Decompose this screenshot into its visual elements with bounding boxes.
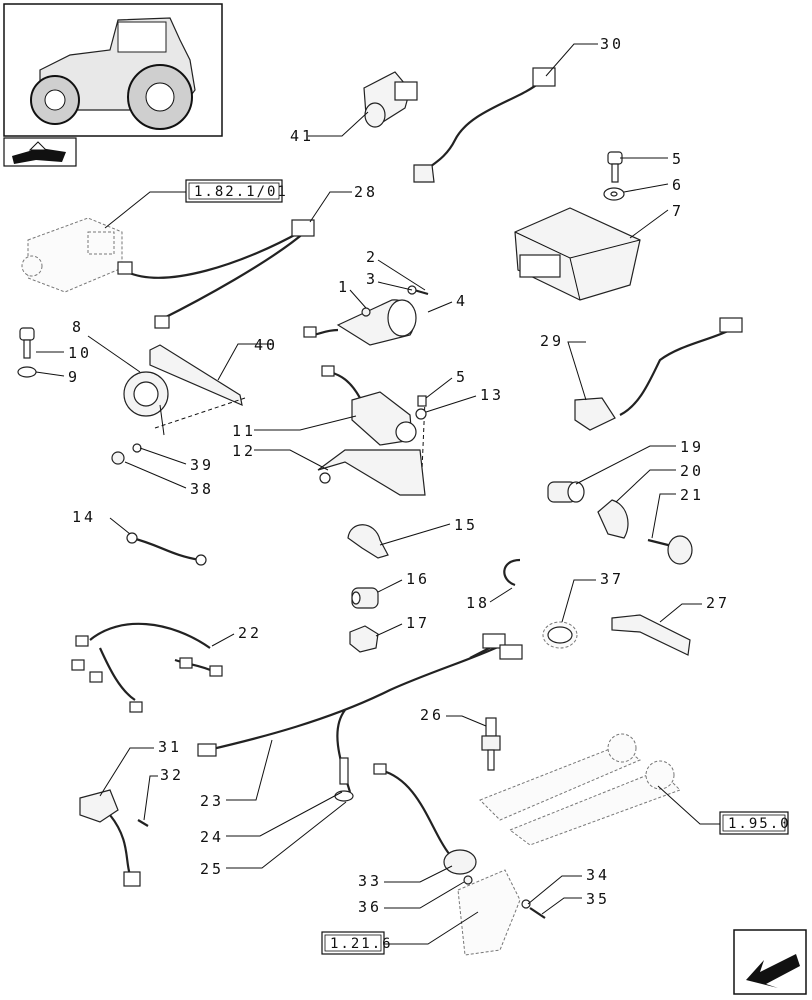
callout-36: 36 — [358, 898, 382, 916]
ref-label-2: 1.95.0 — [728, 816, 791, 832]
part-35-bolt — [529, 907, 546, 919]
support-plate — [457, 869, 521, 956]
callout-41: 41 — [290, 127, 314, 145]
callout-39: 39 — [190, 456, 214, 474]
part-17-nut — [349, 625, 379, 653]
callout-16: 16 — [406, 570, 430, 588]
callout-37: 37 — [600, 570, 624, 588]
callout-32: 32 — [160, 766, 184, 784]
callout-6: 6 — [672, 176, 684, 194]
ref-box-1-21-6[interactable]: 1.21.6 — [321, 931, 393, 955]
part-4-solenoid — [303, 299, 417, 346]
part-25-washer — [334, 790, 354, 802]
callout-38: 38 — [190, 480, 214, 498]
part-6-washer — [603, 187, 625, 201]
callout-28: 28 — [354, 183, 378, 201]
part-16-bushing — [351, 587, 379, 609]
book-arrow-icon[interactable] — [3, 137, 77, 167]
callout-12: 12 — [232, 442, 256, 460]
ref-label-3: 1.21.6 — [330, 936, 393, 952]
next-arrow-icon[interactable] — [733, 929, 807, 995]
part-33-sensor — [373, 763, 477, 875]
callout-4: 4 — [456, 292, 468, 310]
tractor-icon — [30, 17, 196, 130]
part-21-key — [647, 535, 693, 565]
part-29-switch — [574, 317, 743, 431]
part-27-bracket — [611, 614, 691, 656]
callout-27: 27 — [706, 594, 730, 612]
callout-34: 34 — [586, 866, 610, 884]
callout-19: 19 — [680, 438, 704, 456]
ref-label-1: 1.82.1/01 — [194, 184, 288, 200]
callout-13: 13 — [480, 386, 504, 404]
part-5-bolt — [607, 151, 623, 183]
part-14-cable — [126, 532, 207, 566]
part-41-switch — [363, 71, 418, 128]
callout-25: 25 — [200, 860, 224, 878]
callout-labels: 41 30 5 6 7 28 2 3 1 4 8 10 9 40 29 5 13… — [68, 35, 730, 916]
part-13-washer — [415, 408, 427, 420]
callout-2: 2 — [366, 248, 378, 266]
part-34-washer — [521, 899, 531, 909]
part-7-control-unit — [514, 207, 641, 301]
callout-18: 18 — [466, 594, 490, 612]
callout-14: 14 — [72, 508, 96, 526]
part-5b-bolt — [417, 395, 427, 407]
callout-1: 1 — [338, 278, 350, 296]
part-15-clamp — [347, 524, 389, 559]
part-19-ignition-switch — [547, 481, 585, 503]
callout-11: 11 — [232, 422, 256, 440]
part-8-horn — [123, 371, 169, 436]
part-31-sensor — [79, 789, 141, 887]
part-22-harness — [71, 622, 223, 713]
callout-5b: 5 — [456, 368, 468, 386]
part-23-main-harness — [197, 633, 523, 793]
part-26-pressure-switch — [481, 717, 501, 771]
leader-lines — [35, 43, 720, 945]
callout-10: 10 — [68, 344, 92, 362]
callout-8: 8 — [72, 318, 84, 336]
callout-26: 26 — [420, 706, 444, 724]
part-30-harness — [413, 67, 556, 183]
part-20-cover — [597, 499, 629, 539]
part-9-washer — [17, 366, 37, 378]
callout-22: 22 — [238, 624, 262, 642]
callout-40: 40 — [254, 336, 278, 354]
part-24-bolt — [339, 757, 349, 785]
part-28-harness — [117, 219, 315, 329]
callout-30: 30 — [600, 35, 624, 53]
callout-23: 23 — [200, 792, 224, 810]
callout-24: 24 — [200, 828, 224, 846]
ref-box-1-82-1-01[interactable]: 1.82.1/01 — [185, 179, 288, 203]
brake-master-cylinders — [479, 733, 681, 846]
part-37-ring — [542, 621, 578, 649]
callout-31: 31 — [158, 738, 182, 756]
callout-5: 5 — [672, 150, 684, 168]
callout-7: 7 — [672, 202, 684, 220]
part-32-screw — [137, 819, 149, 827]
part-10-bolt — [19, 327, 35, 359]
part-40-bracket — [149, 344, 246, 429]
callout-15: 15 — [454, 516, 478, 534]
part-18-circlip — [503, 558, 521, 587]
callout-29: 29 — [540, 332, 564, 350]
callout-3: 3 — [366, 270, 378, 288]
callout-33: 33 — [358, 872, 382, 890]
part-38-nut — [111, 451, 125, 465]
tractor-thumbnail[interactable] — [3, 3, 223, 137]
part-12-bracket — [317, 399, 426, 496]
valve-block — [21, 217, 123, 293]
callout-35: 35 — [586, 890, 610, 908]
callout-21: 21 — [680, 486, 704, 504]
part-11-sensor — [321, 365, 417, 446]
part-1-nut — [361, 307, 371, 317]
callout-17: 17 — [406, 614, 430, 632]
callout-20: 20 — [680, 462, 704, 480]
ref-box-1-95-0[interactable]: 1.95.0 — [719, 811, 791, 835]
part-39-washer — [132, 443, 142, 453]
callout-9: 9 — [68, 368, 80, 386]
part-36-nut — [463, 875, 473, 885]
